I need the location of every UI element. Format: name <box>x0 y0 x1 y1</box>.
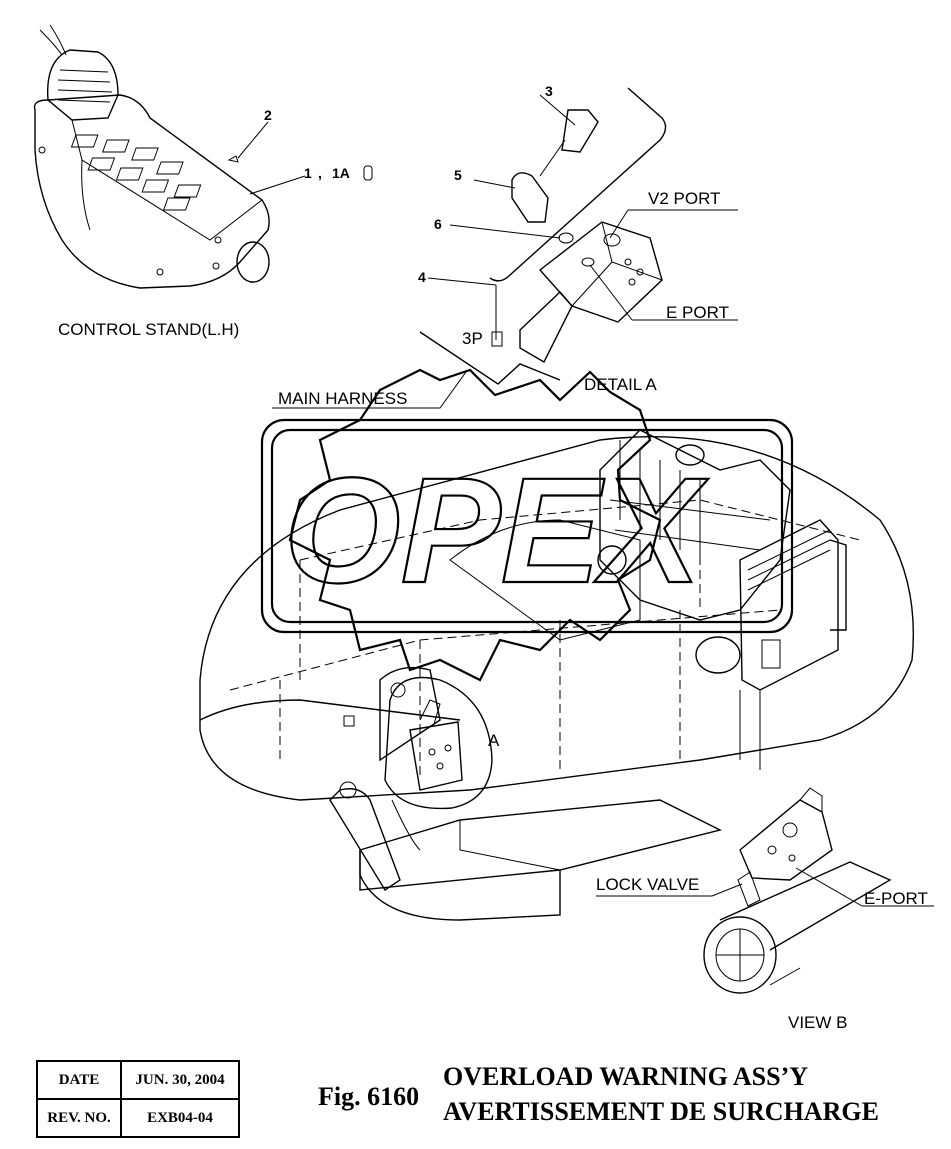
figure-number: Fig. 6160 <box>318 1082 420 1111</box>
switch-panel <box>70 134 202 211</box>
callout-3: 3 <box>545 83 553 99</box>
callout-5: 5 <box>454 167 462 183</box>
control-stand-drawing <box>33 24 373 289</box>
callout-1a: 1A <box>332 165 350 181</box>
revision-value: EXB04-04 <box>120 1098 240 1138</box>
view-b-drawing <box>596 787 934 994</box>
callout-1: 1 <box>304 165 312 181</box>
lock-valve-label: LOCK VALVE <box>596 875 699 894</box>
detail-a-drawing <box>272 87 738 409</box>
opex-watermark: OPEX <box>260 368 794 682</box>
main-harness-label: MAIN HARNESS <box>278 389 407 408</box>
callout-4: 4 <box>418 269 426 285</box>
figure-title-english: OVERLOAD WARNING ASS’Y <box>443 1062 809 1091</box>
figure-title-french: AVERTISSEMENT DE SURCHARGE <box>443 1097 879 1126</box>
point-a-label: A <box>488 731 500 750</box>
callout-1-separator: , <box>318 165 322 181</box>
revision-label: REV. NO. <box>36 1098 122 1138</box>
lock-valve-detail-bubble <box>384 676 493 851</box>
callout-6: 6 <box>434 216 442 232</box>
watermark-text: OPEX <box>284 446 709 614</box>
callout-2: 2 <box>264 107 272 123</box>
date-label: DATE <box>36 1060 122 1100</box>
date-value: JUN. 30, 2004 <box>120 1060 240 1100</box>
e-port-label: E PORT <box>666 303 729 322</box>
view-b-label: VIEW B <box>788 1013 848 1032</box>
engine-assembly <box>597 429 847 770</box>
title-block: DATE JUN. 30, 2004 REV. NO. EXB04-04 <box>36 1060 240 1138</box>
control-stand-label: CONTROL STAND(L.H) <box>58 320 239 339</box>
e-port-view-b-label: E-PORT <box>864 889 928 908</box>
detail-a-label: DETAIL A <box>584 375 657 394</box>
v2-port-label: V2 PORT <box>648 189 720 208</box>
connector-3p-label: 3P <box>462 329 483 348</box>
